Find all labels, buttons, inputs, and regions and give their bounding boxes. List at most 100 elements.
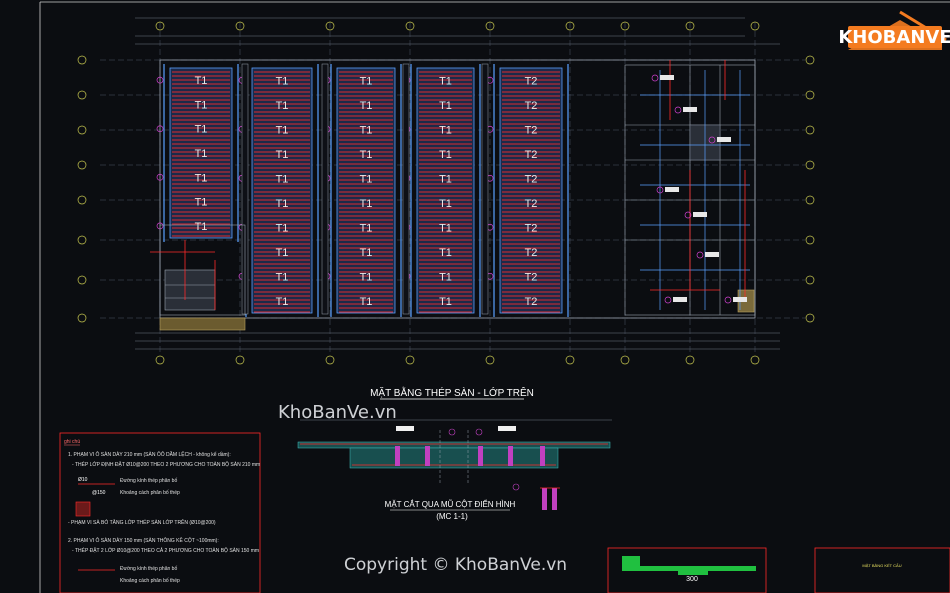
slab-panel-label: T2 [525,296,538,308]
slab-panel-label: T2 [525,124,538,136]
slab-panel-label: T1 [276,124,289,136]
slab-panel-label: T1 [360,247,373,259]
grid-bubble-bottom [685,355,695,365]
slab-panel-label: T1 [360,124,373,136]
rebar-tag-label-box [693,212,707,217]
slab-panel-label: T1 [439,173,452,185]
legend-hatch-swatch [75,501,91,517]
slab-panel-label: T1 [276,247,289,259]
slab-panel-label: T1 [195,172,208,184]
right-zone-red-rebar [650,60,746,300]
scale-bar-segment-2 [622,566,756,571]
slab-panel-label: T1 [360,149,373,161]
grid-bubble-left [77,125,87,135]
right-zone-tags [651,74,747,304]
slab-panel-label: T1 [360,100,373,112]
grid-bubble-right [805,313,815,323]
grid-bubble-bottom [485,355,495,365]
rebar-tag-bubble [664,296,672,304]
grid-bubble-right [805,275,815,285]
grid-bubble-bottom [565,355,575,365]
scale-bar-segment-3 [678,571,708,575]
rebar-tag-bubble [708,136,716,144]
grid-bubble-top [485,21,495,31]
right-zone-rebar [640,70,750,310]
rebar-tag-bubble [651,74,659,82]
slab-panel-label: T2 [525,198,538,210]
grid-bubble-left [77,275,87,285]
grid-bubble-right [805,195,815,205]
rebar-tag-bubble [684,211,692,219]
slab-panel-label: T1 [276,198,289,210]
grid-bubble-bottom [155,355,165,365]
beam-strip [481,63,489,315]
legend-3: Đường kính thép phân bố [120,566,177,572]
slab-panel-label: T1 [360,222,373,234]
slab-panel-label: T1 [276,173,289,185]
scale-bar-segment-1 [622,556,640,566]
left-core-zone [159,224,246,331]
grid-bubble-right [805,235,815,245]
rebar-tag-label-box [733,297,747,302]
slab-panel-label: T1 [195,197,208,209]
rebar-tag-label-box [660,75,674,80]
slab-panel-label: T2 [525,100,538,112]
grid-bubble-left [77,313,87,323]
rebar-tag-label-box [717,137,731,142]
grid-bubble-right [805,125,815,135]
section-detail [297,419,612,510]
beam-strip [402,63,410,315]
slab-panel-label: T1 [439,149,452,161]
plan-title: MẶT BẰNG THÉP SÀN - LỚP TRÊN [370,386,534,399]
slab-panel-label: T1 [195,75,208,87]
legend-tag-a: Ø10 [78,477,88,483]
grid-bubble-left [77,235,87,245]
slab-panel-label: T1 [360,296,373,308]
grid-bubble-bottom [235,355,245,365]
slab-panel-label: T1 [276,100,289,112]
rebar-tag-label-box [665,187,679,192]
grid-bubble-left [77,90,87,100]
slab-panel-label: T2 [525,247,538,259]
slab-panel-label: T1 [360,75,373,87]
slab-panel-label: T1 [360,173,373,185]
grid-bubble-bottom [325,355,335,365]
title-block-text: MẶT BẰNG KẾT CẤU [862,563,901,568]
rebar-tag-bubble [156,125,164,133]
grid-bubble-top [685,21,695,31]
slab-panel-label: T1 [195,124,208,136]
rebar-tag-label-box [673,297,687,302]
slab-panel-label: T1 [439,247,452,259]
grid-bubble-top [405,21,415,31]
slab-panel-label: T1 [439,198,452,210]
beam-strip [321,63,329,315]
notes-line-5: - THÉP ĐẶT 2 LỚP Ø10@200 THEO CẢ 2 PHƯƠN… [72,547,259,554]
rebar-tag-bubble [724,296,732,304]
legend-tag-b: @150 [92,490,106,496]
khobanve-logo: KHOBANVE [838,10,950,50]
rebar-tag-bubble [696,251,704,259]
legend-2: Khoảng cách phân bố thép [120,490,180,496]
grid-bubble-left [77,160,87,170]
top-dimension-lines [135,17,780,45]
notes-heading: ghi chú [64,439,80,445]
legend-4: Khoảng cách phân bố thép [120,578,180,584]
slab-panel-label: T1 [439,75,452,87]
logo-text: KHOBANVE [838,27,950,48]
slab-panel-label: T1 [276,296,289,308]
rebar-tag-bubble [656,186,664,194]
grid-bubble-bottom [405,355,415,365]
grid-bubble-bottom [750,355,760,365]
slab-panel-label: T1 [195,99,208,111]
slab-panel-label: T1 [195,148,208,160]
slab-panel-label: T2 [525,271,538,283]
rebar-bays: T1T1T1T1T1T1T1T1T1T1T1T1T1T1T1T1T1T1T1T1… [156,63,569,317]
rebar-tag-bubble [156,76,164,84]
grid-axis-bubbles [77,21,815,365]
grid-bubble-top [155,21,165,31]
